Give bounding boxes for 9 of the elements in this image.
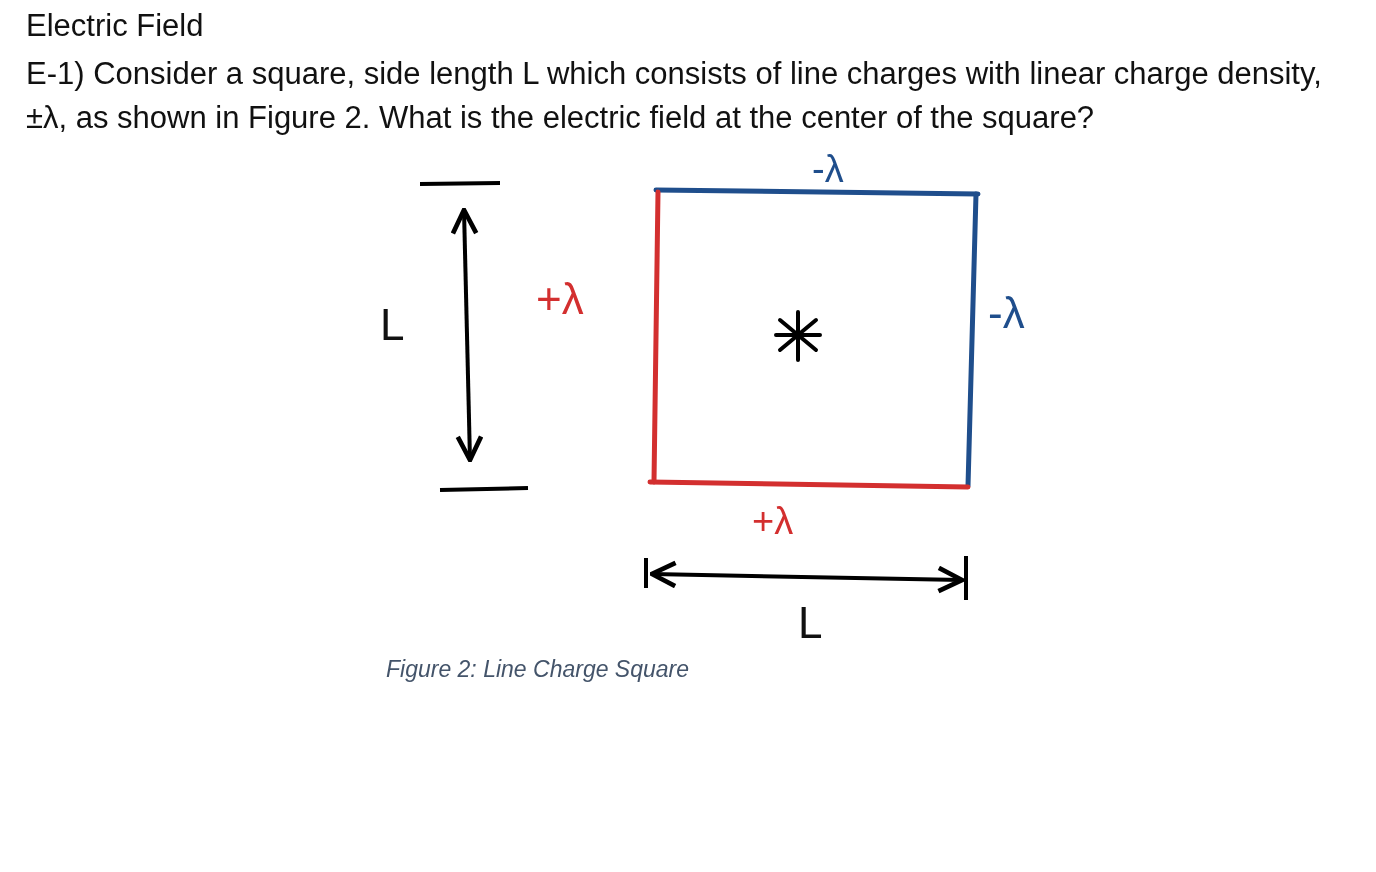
- charge-label: +λ: [752, 500, 794, 543]
- figure-caption: Figure 2: Line Charge Square: [386, 656, 690, 683]
- dimension-label: L: [380, 300, 405, 350]
- charge-label: +λ: [536, 274, 584, 324]
- heading: Electric Field: [26, 8, 204, 44]
- dimension-label: L: [798, 598, 823, 648]
- charge-label: -λ: [812, 148, 844, 191]
- question-text: E-1) Consider a square, side length L which consists of line charges with linear charge density,±λ, as shown in Figure 2. What is the electric field at the center of the square?: [26, 55, 1323, 137]
- charge-label: -λ: [988, 288, 1025, 338]
